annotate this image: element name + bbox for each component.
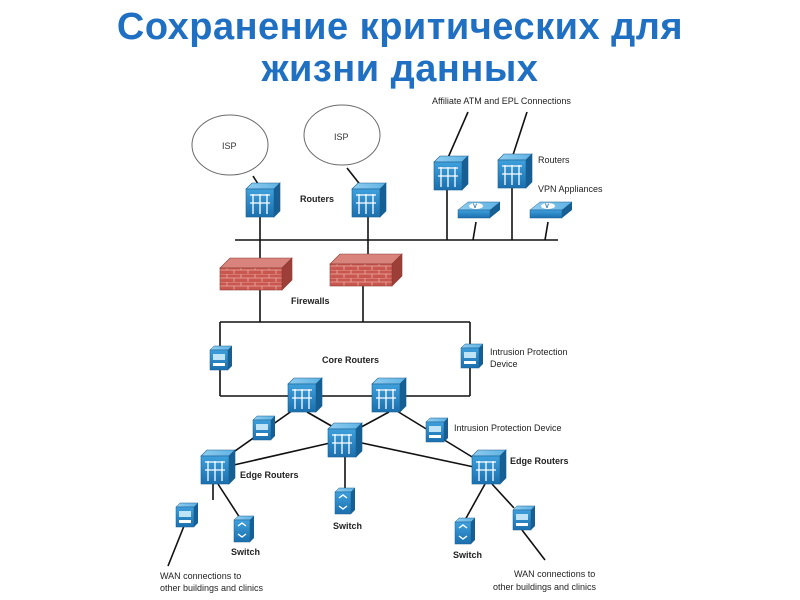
ips-left-icon bbox=[209, 345, 233, 371]
affiliate-router-right-icon bbox=[497, 153, 533, 189]
affiliate-routers-label: Routers bbox=[538, 155, 570, 165]
affiliate-label: Affiliate ATM and EPL Connections bbox=[432, 96, 571, 106]
isp-label-right: ISP bbox=[334, 132, 349, 142]
wan-left-line1: WAN connections to bbox=[160, 571, 241, 581]
core-router-left-icon bbox=[287, 377, 323, 413]
ips-lower-right-icon bbox=[425, 417, 449, 443]
switch-center-label: Switch bbox=[333, 521, 362, 531]
switch-right-label: Switch bbox=[453, 550, 482, 560]
ips-right-icon bbox=[460, 343, 484, 369]
wan-right-line1: WAN connections to bbox=[514, 569, 595, 579]
edge-router-right-icon bbox=[471, 449, 507, 485]
page-title: Сохранение критических для жизни данных bbox=[0, 6, 800, 90]
wan-left-line2: other buildings and clinics bbox=[160, 583, 264, 593]
vpn-label: VPN Appliances bbox=[538, 184, 603, 194]
core-router-center-icon bbox=[327, 422, 363, 458]
isp-cloud-right bbox=[303, 104, 381, 166]
isp-router-left-icon bbox=[245, 182, 281, 218]
vpn-appliance-left-icon bbox=[457, 201, 501, 219]
switch-right-icon bbox=[454, 517, 476, 545]
isp-router-right-icon bbox=[351, 182, 387, 218]
routers-label: Routers bbox=[300, 194, 334, 204]
switch-left-icon bbox=[233, 515, 255, 543]
affiliate-router-left-icon bbox=[433, 155, 469, 191]
core-routers-label: Core Routers bbox=[322, 355, 379, 365]
ips-label-line2: Device bbox=[490, 359, 518, 369]
isp-cloud-left bbox=[191, 114, 269, 176]
edge-appliance-left-icon bbox=[175, 502, 199, 528]
ips-lower-left-icon bbox=[252, 415, 276, 441]
ips-label-line1: Intrusion Protection bbox=[490, 347, 568, 357]
wan-right-line2: other buildings and clinics bbox=[493, 582, 597, 592]
core-router-right-icon bbox=[371, 377, 407, 413]
isp-label-left: ISP bbox=[222, 141, 237, 151]
firewall-left-icon bbox=[219, 257, 293, 291]
ips-device-label: Intrusion Protection Device bbox=[454, 423, 562, 433]
switch-left-label: Switch bbox=[231, 547, 260, 557]
edge-appliance-right-icon bbox=[512, 505, 536, 531]
switch-center-icon bbox=[334, 487, 356, 515]
edge-routers-label-left: Edge Routers bbox=[240, 470, 299, 480]
vpn-appliance-right-icon bbox=[529, 201, 573, 219]
firewall-right-icon bbox=[329, 253, 403, 287]
firewalls-label: Firewalls bbox=[291, 296, 330, 306]
edge-routers-label-right: Edge Routers bbox=[510, 456, 569, 466]
title-line-1: Сохранение критических для bbox=[116, 6, 684, 48]
title-line-2: жизни данных bbox=[261, 48, 539, 90]
edge-router-left-icon bbox=[200, 449, 236, 485]
